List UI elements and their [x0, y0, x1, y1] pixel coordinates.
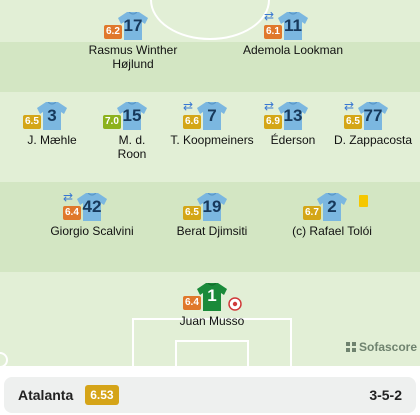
jersey-icon: 17 6.2: [104, 12, 148, 40]
jersey-number: 7: [207, 106, 217, 125]
jersey-icon: 3 6.5: [23, 102, 67, 130]
player-name: (c) Rafael Tolói: [292, 224, 372, 238]
player-card[interactable]: 11 ⇄ 6.1 Ademola Lookman: [233, 10, 353, 57]
substitution-icon: ⇄: [264, 99, 275, 113]
player-card[interactable]: 15 7.0 M. d. Roon: [72, 102, 192, 161]
jersey-number: 1: [207, 286, 217, 305]
player-rating-badge: 6.7: [303, 206, 321, 220]
player-rating-badge: 6.4: [63, 206, 81, 220]
player-card[interactable]: 77 ⇄ 6.5 D. Zappacosta: [313, 100, 420, 147]
substitution-icon: ⇄: [344, 99, 355, 113]
player-name: Juan Musso: [179, 314, 245, 328]
jersey-icon: 77 ⇄ 6.5: [344, 100, 388, 130]
goal-box: [175, 340, 249, 366]
jersey-number: 3: [47, 106, 57, 125]
jersey-icon: 15 7.0: [103, 102, 147, 130]
jersey-number: 11: [284, 16, 302, 35]
jersey-icon: 11 ⇄ 6.1: [264, 10, 308, 40]
jersey-number: 13: [283, 106, 303, 125]
player-rating-badge: 6.4: [183, 296, 201, 310]
player-name: Giorgio Scalvini: [50, 224, 134, 238]
jersey-number: 2: [327, 197, 337, 216]
jersey-icon: 13 ⇄ 6.9: [264, 100, 308, 130]
player-card[interactable]: 13 ⇄ 6.9 Éderson: [233, 100, 353, 147]
sofascore-logo-icon: [346, 342, 356, 352]
jersey-icon: 7 ⇄ 6.6: [183, 100, 227, 130]
sofascore-logo: Sofascore: [345, 340, 417, 354]
goalkeeper-jersey-icon: 1 6.4: [183, 283, 242, 311]
jersey-icon: 42 ⇄ 6.4: [63, 191, 107, 221]
substitution-icon: ⇄: [63, 190, 74, 204]
team-summary-bar: Atalanta 6.53 3-5-2: [4, 377, 416, 413]
player-rating-badge: 6.1: [264, 25, 282, 39]
sofascore-logo-text: Sofascore: [359, 340, 418, 354]
player-card[interactable]: 1 6.4 Juan Musso: [152, 283, 272, 328]
jersey-number: 42: [82, 197, 102, 216]
pitch-stripe: [0, 42, 420, 92]
team-name: Atalanta: [18, 387, 74, 403]
jersey-number: 19: [202, 197, 222, 216]
player-name: Berat Djimsiti: [176, 224, 248, 238]
jersey-number: 15: [122, 106, 142, 125]
player-name: Éderson: [270, 133, 316, 147]
player-name: Ademola Lookman: [242, 43, 344, 57]
team-formation: 3-5-2: [369, 387, 402, 403]
player-card[interactable]: 2 6.7 (c) Rafael Tolói: [272, 193, 392, 238]
player-rating-badge: 6.6: [183, 115, 201, 129]
penalty-box: [132, 318, 292, 366]
player-name: Rasmus Winther Højlund: [88, 43, 178, 71]
player-rating-badge: 6.5: [344, 115, 362, 129]
jersey-number: 77: [363, 106, 383, 125]
player-rating-badge: 6.9: [264, 115, 282, 129]
corner-arc: [0, 352, 8, 366]
player-name: J. Mæhle: [27, 133, 77, 147]
substitution-icon: ⇄: [183, 99, 194, 113]
player-rating-badge: 6.2: [104, 25, 122, 39]
jersey-icon: 2 6.7: [303, 193, 368, 221]
player-rating-badge: 6.5: [23, 115, 41, 129]
jersey-number: 17: [123, 16, 143, 35]
jersey-icon: 19 6.5: [183, 193, 227, 221]
own-goal-icon: [228, 297, 242, 311]
player-rating-badge: 6.5: [183, 206, 201, 220]
player-name: T. Koopmeiners: [170, 133, 254, 147]
pitch: 17 6.2 Rasmus Winther Højlund 11 ⇄ 6.1 A…: [0, 0, 420, 366]
yellow-card-icon: [359, 195, 368, 207]
player-card[interactable]: 7 ⇄ 6.6 T. Koopmeiners: [152, 100, 272, 147]
player-card[interactable]: 3 6.5 J. Mæhle: [0, 102, 112, 147]
player-name: D. Zappacosta: [333, 133, 413, 147]
player-card[interactable]: 19 6.5 Berat Djimsiti: [152, 193, 272, 238]
player-name: M. d. Roon: [117, 133, 147, 161]
player-card[interactable]: 42 ⇄ 6.4 Giorgio Scalvini: [32, 191, 152, 238]
substitution-icon: ⇄: [264, 9, 275, 23]
team-rating-badge: 6.53: [85, 385, 119, 405]
player-card[interactable]: 17 6.2 Rasmus Winther Højlund: [73, 12, 193, 71]
player-rating-badge: 7.0: [103, 115, 121, 129]
